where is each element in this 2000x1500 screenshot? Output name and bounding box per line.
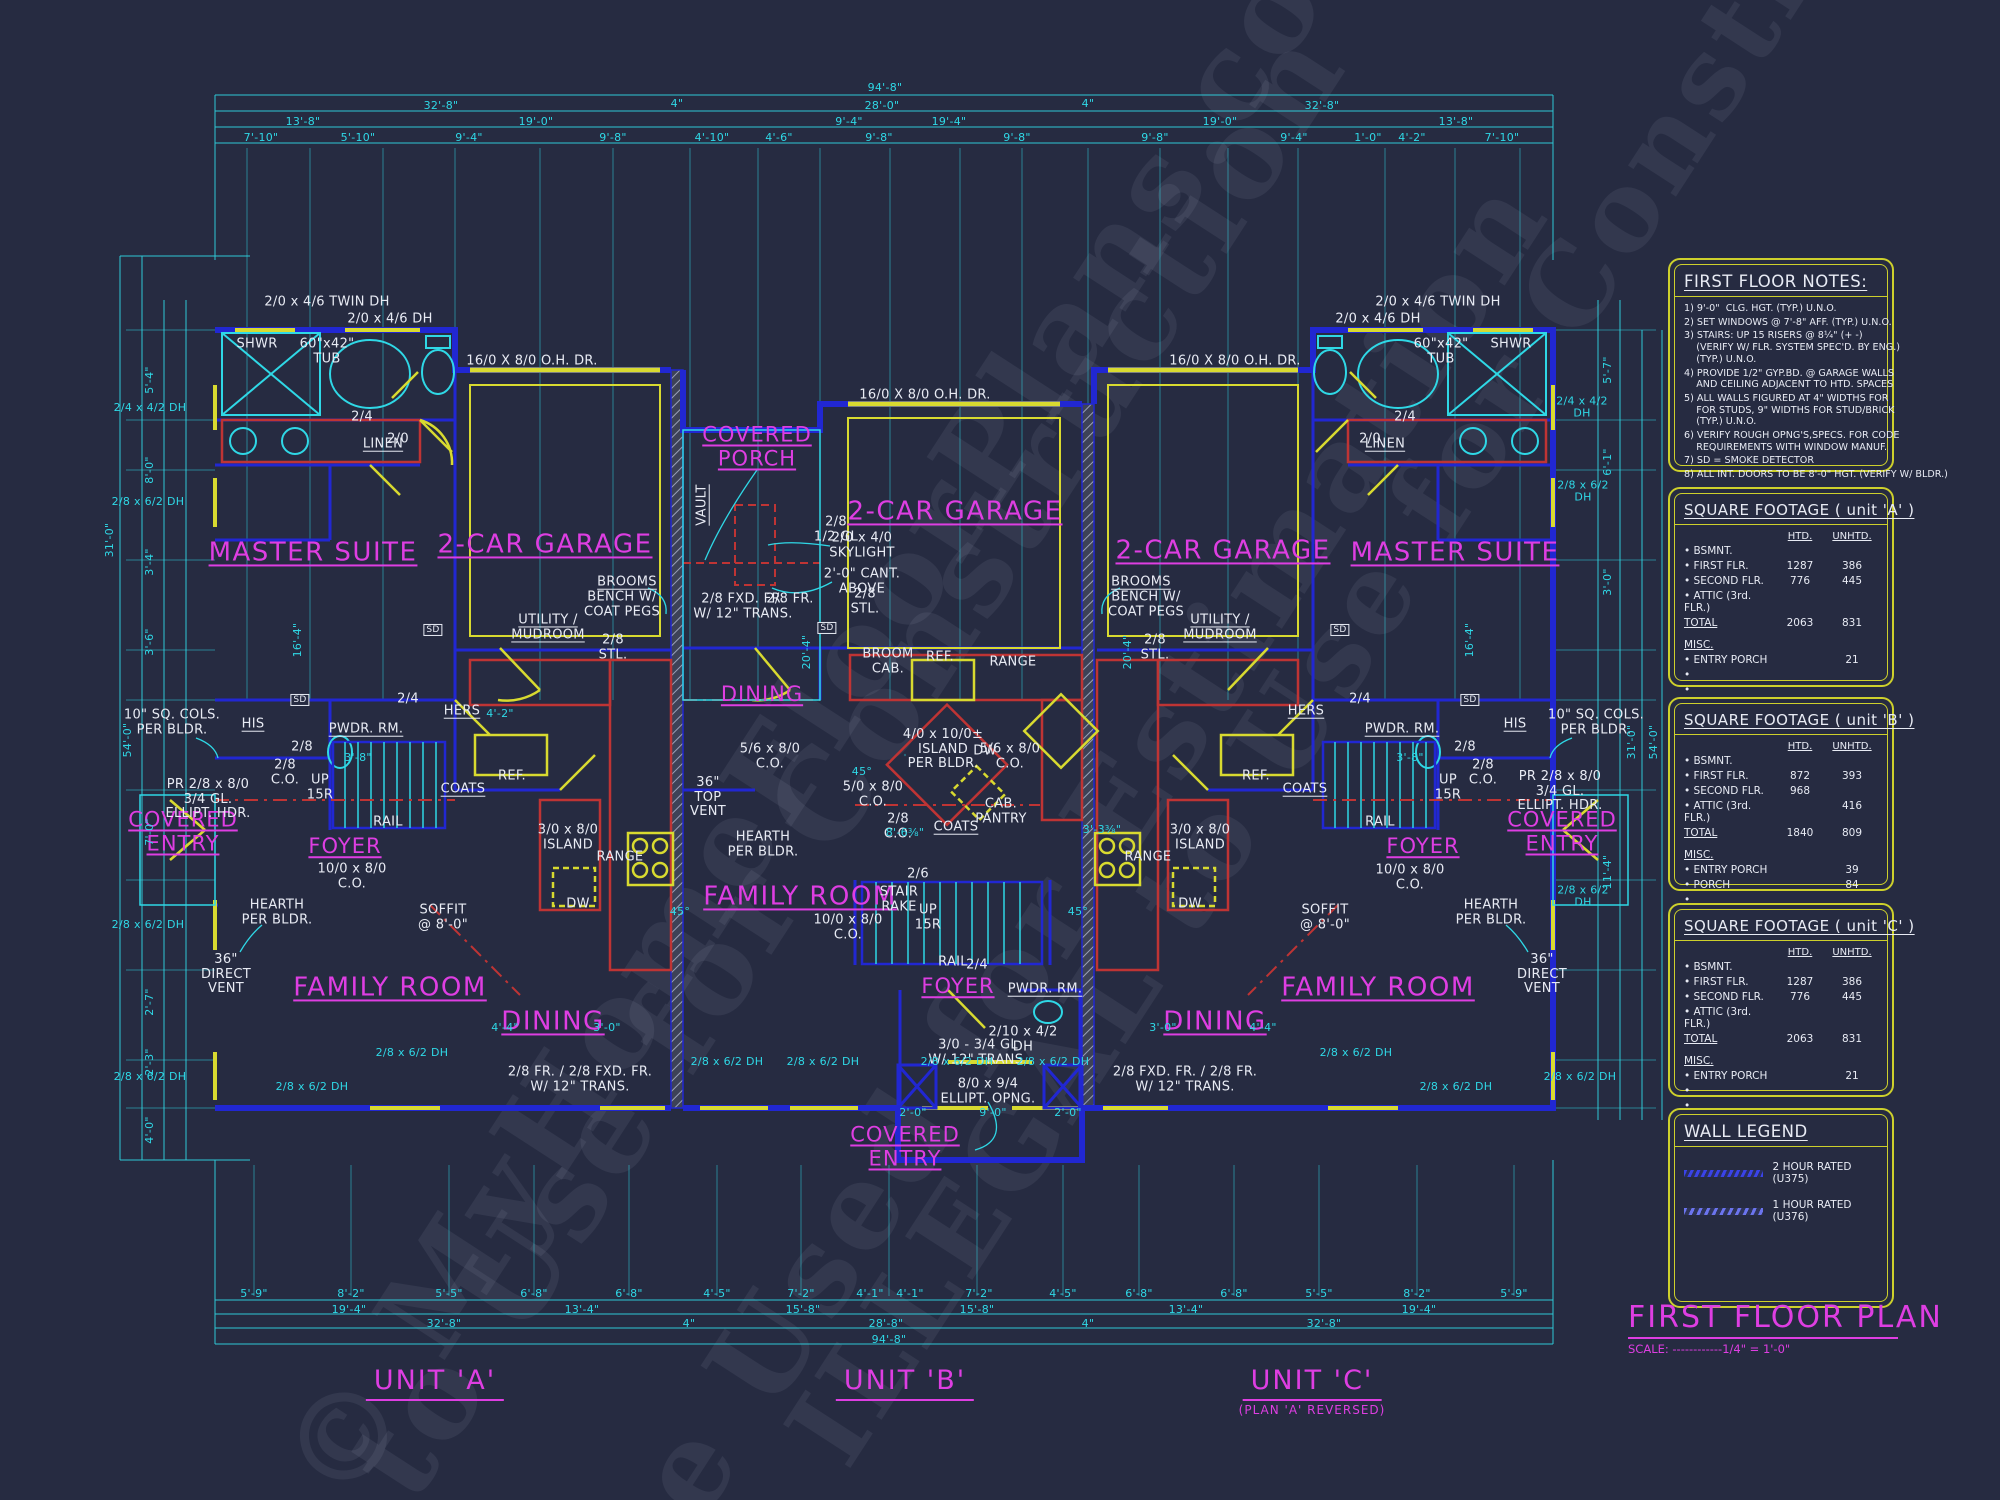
door-swings — [169, 371, 1599, 1029]
square-footage-panel-unit-b: SQUARE FOOTAGE ( unit 'B' ) HTD. UNHTD. • B… — [1668, 697, 1915, 906]
porches — [139, 429, 1629, 906]
dimension-lines — [119, 94, 1663, 1345]
sqft-misc-row: • — [1684, 669, 1691, 681]
notes-title: FIRST FLOOR NOTES: — [1684, 272, 1868, 291]
leader-lines — [195, 469, 1573, 1151]
kitchen-counters — [220, 418, 1548, 972]
note-item-6: 6) VERIFY ROUGH OPNG'S,SPECS. FOR CODE R… — [1684, 430, 1900, 453]
wall-legend-title: WALL LEGEND — [1684, 1122, 1808, 1141]
entry-posts — [896, 1063, 1084, 1110]
sqft-misc-row: • — [1684, 684, 1691, 696]
first-floor-notes-panel: FIRST FLOOR NOTES: 1) 9'-0" CLG. HGT. (T… — [1668, 258, 1948, 480]
note-item-5: 5) ALL WALLS FIGURED AT 4" WIDTHS FOR FO… — [1684, 392, 1895, 428]
col-unhtd: UNHTD. — [1832, 741, 1872, 752]
sqft-title: SQUARE FOOTAGE ( unit 'B' ) — [1684, 711, 1915, 729]
wall-rating-label: 1 HOUR RATED (U376) — [1772, 1199, 1852, 1223]
party-walls — [670, 369, 1095, 1109]
sqft-row: • ATTIC (3rd. FLR.) — [1684, 590, 1752, 614]
col-htd: HTD. — [1787, 741, 1813, 752]
note-item-7: 7) SD = SMOKE DETECTOR — [1684, 455, 1814, 467]
interior-walls — [215, 330, 1553, 1108]
note-item-3: 3) STAIRS: UP 15 RISERS @ 8¼" (+ -) (VER… — [1684, 330, 1901, 365]
sqft-row: • ATTIC (3rd. FLR.)416 — [1684, 800, 1863, 824]
sqft-row: • BSMNT. — [1684, 545, 1733, 557]
unit-label-unitb: UNIT 'B' — [835, 1365, 975, 1401]
sqft-misc-row: • — [1684, 1085, 1691, 1097]
col-htd: HTD. — [1787, 947, 1813, 958]
sqft-misc-row: • — [1684, 894, 1691, 906]
col-htd: HTD. — [1787, 531, 1813, 542]
sheet-scale: SCALE: ------------1/4" = 1'-0" — [1628, 1342, 1791, 1356]
extension-lines — [126, 148, 1656, 1296]
sqft-misc-title: MISC. — [1684, 849, 1714, 861]
wall-legend-list: 2 HOUR RATED (U375) 1 HOUR RATED (U376) — [1684, 1161, 1878, 1223]
note-item-8: 8) ALL INT. DOORS TO BE 8'-0" HGT. (VERI… — [1684, 469, 1948, 481]
sheet-title-block: FIRST FLOOR PLAN SCALE: ------------1/4"… — [1628, 1300, 1941, 1356]
unit-name: UNIT 'C' — [1242, 1365, 1382, 1401]
unit-note: (PLAN 'A' REVERSED) — [1238, 1403, 1386, 1417]
unit-name: UNIT 'A' — [365, 1365, 505, 1401]
sqft-row: • BSMNT. — [1684, 961, 1733, 973]
wall-rating-swatch — [1684, 1207, 1763, 1215]
sqft-misc-row: • — [1684, 1100, 1691, 1112]
appliances — [473, 658, 1295, 908]
col-unhtd: UNHTD. — [1832, 947, 1872, 958]
exterior-walls — [215, 327, 1556, 1163]
stairs — [331, 740, 1437, 966]
wall-legend-item: 1 HOUR RATED (U376) — [1684, 1199, 1878, 1223]
unit-label-unita: UNIT 'A' — [365, 1365, 505, 1401]
unit-name: UNIT 'B' — [835, 1365, 975, 1401]
col-unhtd: UNHTD. — [1832, 531, 1872, 542]
sqft-title: SQUARE FOOTAGE ( unit 'C' ) — [1684, 917, 1915, 935]
notes-list: 1) 9'-0" CLG. HGT. (TYP.) U.N.O. 2) SET W… — [1684, 303, 1948, 481]
square-footage-panel-unit-c: SQUARE FOOTAGE ( unit 'C' ) HTD. UNHTD. • B… — [1668, 903, 1915, 1112]
sqft-misc-title: MISC. — [1684, 1055, 1714, 1067]
note-item-1: 1) 9'-0" CLG. HGT. (TYP.) U.N.O. — [1684, 303, 1837, 314]
divider — [1675, 1146, 1887, 1147]
sheet-title: FIRST FLOOR PLAN — [1628, 1300, 1941, 1339]
sqft-row: • ATTIC (3rd. FLR.) — [1684, 1006, 1752, 1030]
bath-fixtures — [221, 332, 1547, 1024]
unit-label-unitc: UNIT 'C' (PLAN 'A' REVERSED) — [1239, 1365, 1386, 1417]
wall-legend-panel: WALL LEGEND 2 HOUR RATED (U375) 1 HOUR RA… — [1668, 1108, 1894, 1308]
sqft-row: • SECOND FLR.968 — [1684, 785, 1811, 797]
square-footage-panel-unit-a: SQUARE FOOTAGE ( unit 'A' ) HTD. UNHTD. • B… — [1668, 487, 1915, 696]
note-item-2: 2) SET WINDOWS @ 7'-8" AFF. (TYP.) U.N.O… — [1684, 316, 1892, 328]
wall-legend-item: 2 HOUR RATED (U375) — [1684, 1161, 1878, 1185]
wall-rating-label: 2 HOUR RATED (U375) — [1772, 1161, 1852, 1185]
windows — [213, 328, 1555, 1110]
wall-rating-swatch — [1684, 1169, 1763, 1177]
ceiling-break-lines — [215, 504, 1553, 996]
divider — [1675, 296, 1887, 297]
sqft-title: SQUARE FOOTAGE ( unit 'A' ) — [1684, 501, 1915, 519]
garage-doors — [469, 367, 1299, 649]
note-item-4: 4) PROVIDE 1/2" GYP.BD. @ GARAGE WALLS A… — [1684, 367, 1894, 391]
sqft-row: • BSMNT. — [1684, 755, 1733, 767]
sqft-misc-title: MISC. — [1684, 639, 1714, 651]
